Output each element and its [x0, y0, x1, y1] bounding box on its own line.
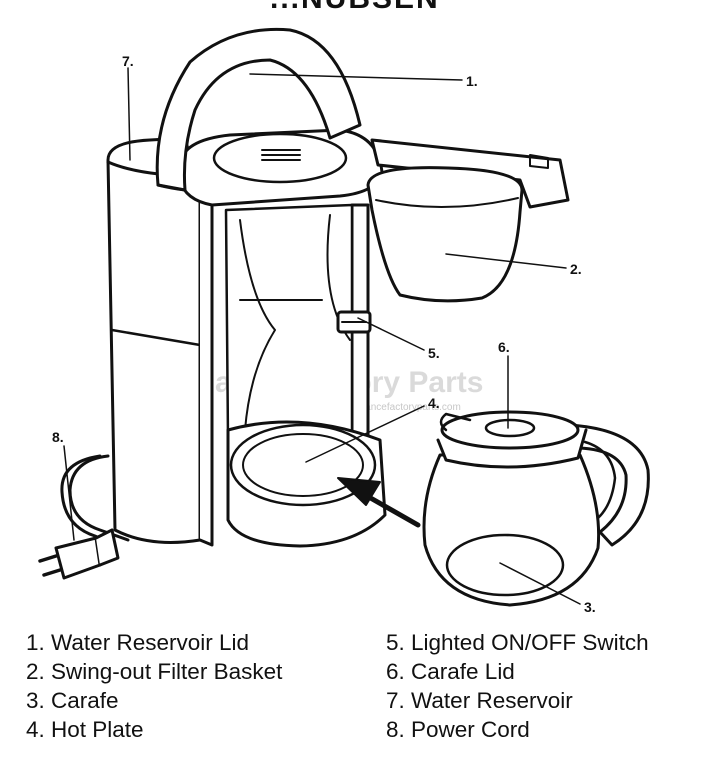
leader-8 — [64, 446, 74, 540]
legend-item-on-off-switch: 5. Lighted ON/OFF Switch — [386, 628, 649, 657]
legend-left-column: 1. Water Reservoir Lid 2. Swing-out Filt… — [26, 628, 282, 744]
swing-out-filter-basket — [368, 140, 568, 301]
parts-legend: 1. Water Reservoir Lid 2. Swing-out Filt… — [0, 628, 720, 768]
header-partial-title: ...NUBSEN — [270, 0, 440, 15]
legend-item-filter-basket: 2. Swing-out Filter Basket — [26, 657, 282, 686]
callout-4: 4. — [428, 395, 440, 411]
legend-item-water-reservoir-lid: 1. Water Reservoir Lid — [26, 628, 282, 657]
legend-item-carafe: 3. Carafe — [26, 686, 282, 715]
callout-3: 3. — [584, 599, 596, 615]
callout-8: 8. — [52, 429, 64, 445]
machine-top — [180, 130, 382, 205]
callout-5: 5. — [428, 345, 440, 361]
callout-6: 6. — [498, 339, 510, 355]
callout-7: 7. — [122, 53, 134, 69]
carafe — [424, 412, 648, 605]
legend-right-column: 5. Lighted ON/OFF Switch 6. Carafe Lid 7… — [386, 628, 649, 744]
brew-window — [226, 205, 352, 440]
callout-1: 1. — [466, 73, 478, 89]
legend-item-carafe-lid: 6. Carafe Lid — [386, 657, 649, 686]
callout-2: 2. — [570, 261, 582, 277]
carafe-lid — [441, 412, 578, 448]
legend-item-power-cord: 8. Power Cord — [386, 715, 649, 744]
legend-item-water-reservoir: 7. Water Reservoir — [386, 686, 649, 715]
leader-1 — [250, 74, 462, 80]
legend-item-hot-plate: 4. Hot Plate — [26, 715, 282, 744]
